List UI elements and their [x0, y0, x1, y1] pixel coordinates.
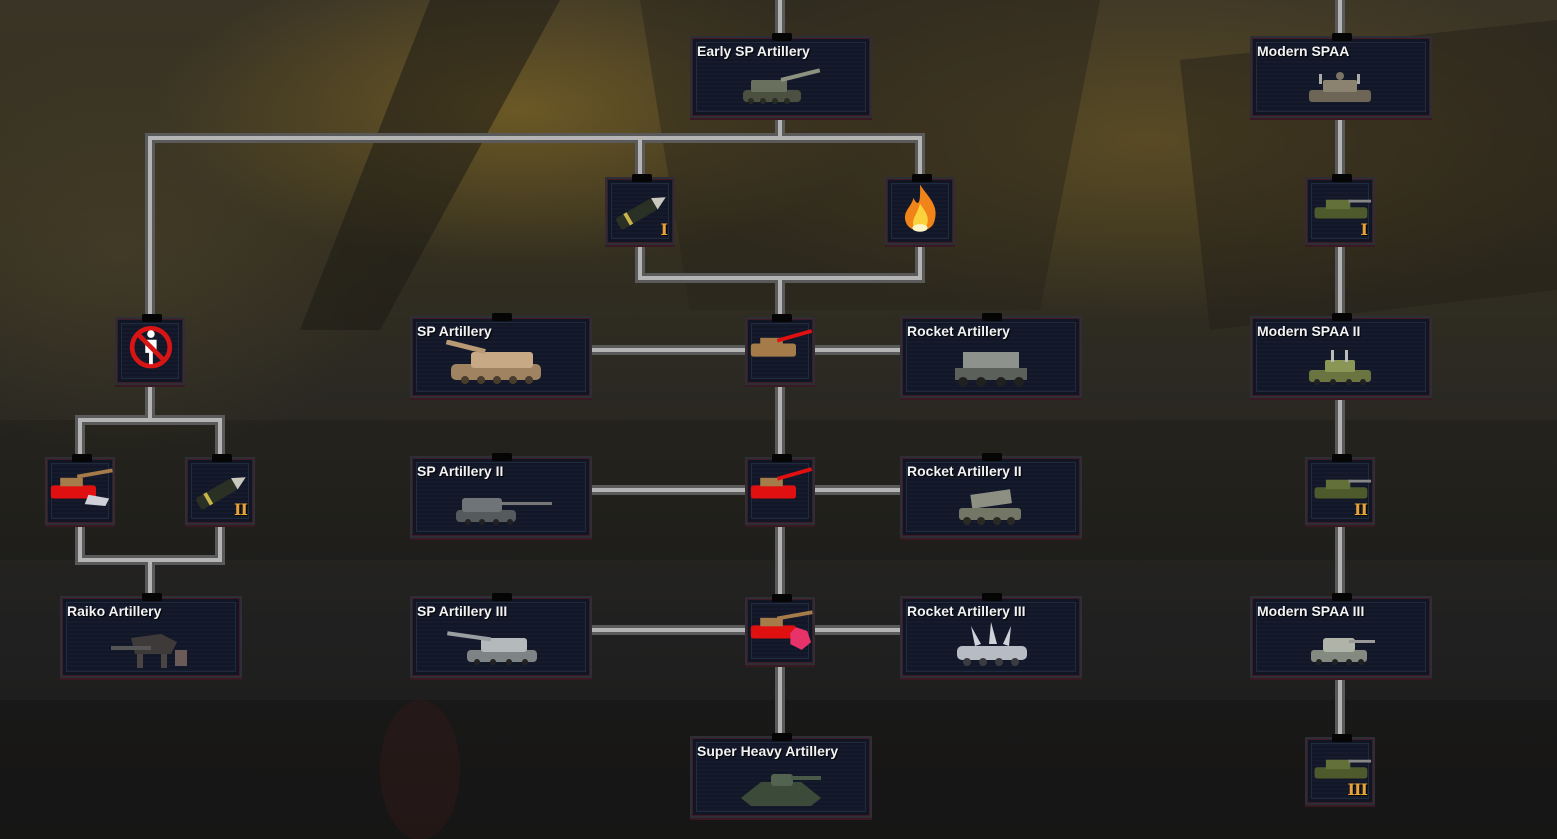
node-modern-spaa-2[interactable]: Modern SPAA II	[1250, 313, 1432, 398]
upgrade-red-tank[interactable]	[45, 454, 115, 525]
tank-icon	[741, 774, 821, 806]
node-title: Raiko Artillery	[67, 603, 162, 619]
node-tab	[772, 33, 792, 41]
node-tab	[772, 314, 792, 322]
tank-upgrade-icon	[750, 610, 813, 650]
upgrade-tan-gun-1[interactable]	[745, 314, 815, 385]
spaa-upgrade-icon	[1314, 759, 1372, 779]
node-tab	[212, 454, 232, 462]
node-rocket-artillery-3[interactable]: Rocket Artillery III	[900, 593, 1082, 678]
node-title: SP Artillery	[417, 323, 492, 339]
rocket-launcher-icon	[959, 489, 1021, 525]
node-tab	[142, 593, 162, 601]
no-infantry-icon	[129, 326, 173, 369]
node-tab	[772, 454, 792, 462]
node-tab	[1332, 313, 1352, 321]
node-title: Super Heavy Artillery	[697, 743, 839, 759]
node-tab	[1332, 734, 1352, 742]
node-title: Rocket Artillery II	[907, 463, 1022, 479]
upgrade-incendiary[interactable]	[885, 174, 955, 245]
spaa-icon	[1309, 350, 1371, 385]
artillery-shell-icon	[616, 197, 666, 230]
node-title: Rocket Artillery	[907, 323, 1010, 339]
tier-badge: I	[1360, 220, 1369, 239]
node-sp-artillery-3[interactable]: SP Artillery III	[410, 593, 592, 678]
node-raiko-artillery[interactable]: Raiko Artillery	[60, 593, 242, 678]
tank-upgrade-icon	[750, 329, 813, 357]
upgrade-tan-gun-3[interactable]	[745, 594, 815, 665]
node-tab	[492, 453, 512, 461]
node-tab	[772, 594, 792, 602]
upgrade-shell-2[interactable]: II	[185, 454, 255, 525]
node-tab	[1332, 593, 1352, 601]
spaa-upgrade-icon	[1314, 199, 1372, 219]
tank-icon	[445, 340, 541, 384]
node-rocket-artillery-2[interactable]: Rocket Artillery II	[900, 453, 1082, 538]
node-tab	[72, 454, 92, 462]
node-rocket-artillery[interactable]: Rocket Artillery	[900, 313, 1082, 398]
tank-icon	[456, 498, 552, 525]
tank-upgrade-icon	[50, 468, 113, 507]
node-tab	[772, 733, 792, 741]
node-tab	[1332, 174, 1352, 182]
mech-icon	[111, 634, 187, 668]
node-modern-spaa[interactable]: Modern SPAA	[1250, 33, 1432, 118]
node-sp-artillery[interactable]: SP Artillery	[410, 313, 592, 398]
rocket-launcher-icon	[957, 622, 1027, 666]
upgrade-tan-gun-2[interactable]	[745, 454, 815, 525]
upgrade-spaa-2[interactable]: II	[1305, 454, 1375, 525]
artillery-shell-icon	[196, 477, 246, 510]
tier-badge: III	[1347, 780, 1368, 799]
upgrade-spaa-1[interactable]: I	[1305, 174, 1375, 245]
node-tab	[492, 313, 512, 321]
node-tab	[982, 453, 1002, 461]
node-tab	[1332, 454, 1352, 462]
upgrade-restriction[interactable]	[115, 314, 185, 385]
node-title: Early SP Artillery	[697, 43, 810, 59]
node-title: Rocket Artillery III	[907, 603, 1026, 619]
node-title: SP Artillery II	[417, 463, 504, 479]
spaa-upgrade-icon	[1314, 479, 1372, 499]
rocket-launcher-icon	[955, 352, 1027, 387]
node-sp-artillery-2[interactable]: SP Artillery II	[410, 453, 592, 538]
tank-upgrade-icon	[750, 467, 813, 499]
node-tab	[632, 174, 652, 182]
node-super-heavy-artillery[interactable]: Super Heavy Artillery	[690, 733, 872, 818]
node-tab	[982, 313, 1002, 321]
node-title: Modern SPAA III	[1257, 603, 1365, 619]
upgrade-spaa-3[interactable]: III	[1305, 734, 1375, 805]
node-tab	[982, 593, 1002, 601]
node-early-sp-artillery[interactable]: Early SP Artillery	[690, 33, 872, 118]
tank-icon	[743, 68, 821, 104]
tier-badge: I	[660, 220, 669, 239]
node-tab	[492, 593, 512, 601]
spaa-icon	[1309, 72, 1371, 102]
tier-badge: II	[234, 500, 248, 519]
node-modern-spaa-3[interactable]: Modern SPAA III	[1250, 593, 1432, 678]
node-title: Modern SPAA	[1257, 43, 1350, 59]
node-tab	[1332, 33, 1352, 41]
spaa-icon	[1311, 638, 1375, 665]
tier-badge: II	[1354, 500, 1368, 519]
upgrade-shell-1[interactable]: I	[605, 174, 675, 245]
node-title: SP Artillery III	[417, 603, 508, 619]
fire-icon	[905, 184, 936, 232]
tank-icon	[447, 631, 537, 665]
node-tab	[142, 314, 162, 322]
node-tab	[912, 174, 932, 182]
node-title: Modern SPAA II	[1257, 323, 1361, 339]
